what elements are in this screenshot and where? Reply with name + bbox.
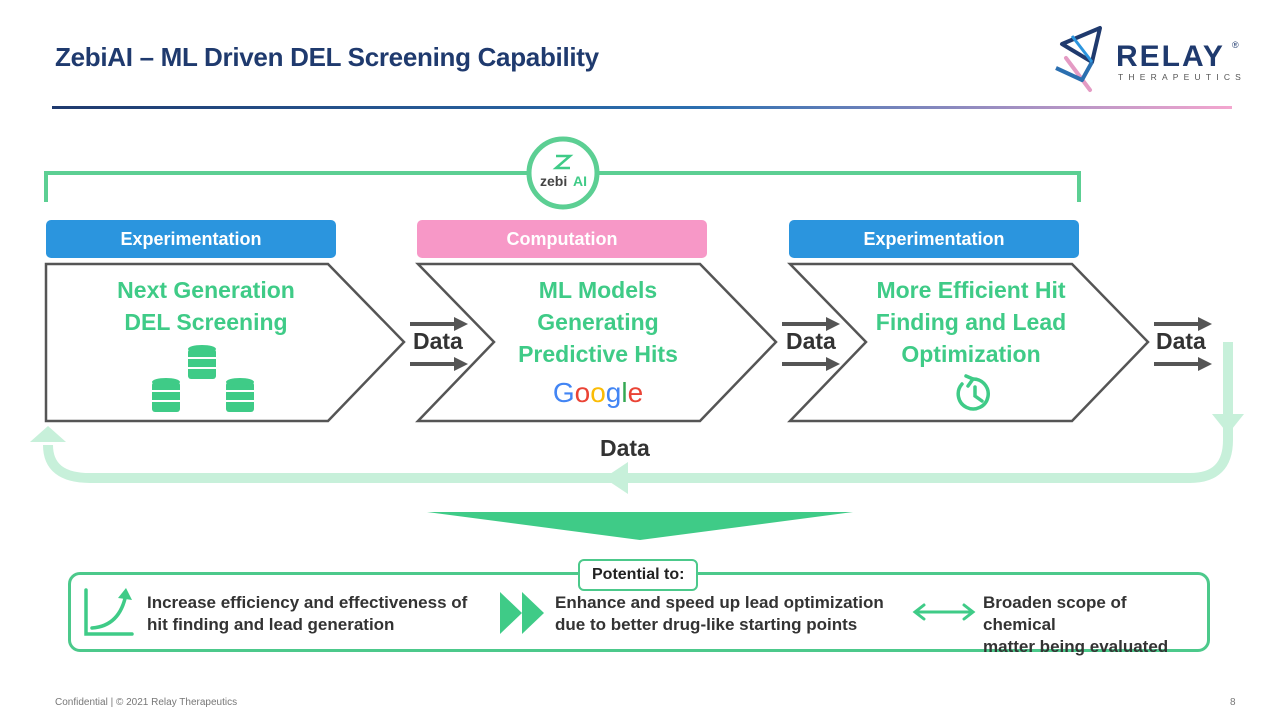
fast-forward-icon [500, 592, 544, 634]
relay-logo: RELAY ® THERAPEUTICS [1055, 26, 1242, 92]
feedback-loop-arrow [43, 342, 1233, 483]
step-title-line: More Efficient Hit [876, 277, 1066, 303]
step-title-line: Generating [537, 309, 659, 335]
data-arrows-3 [1154, 317, 1212, 371]
loop-arrow-head-down [1212, 414, 1244, 434]
data-label-2: Data [786, 328, 836, 354]
zebiai-z-icon [552, 154, 574, 170]
google-letter: l [621, 377, 627, 408]
data-arrows-2 [782, 317, 840, 371]
zebiai-name: zebi [540, 173, 567, 189]
logo-registered-mark: ® [1232, 40, 1239, 50]
google-letter: g [606, 377, 622, 408]
page-title: ZebiAI – ML Driven DEL Screening Capabil… [55, 42, 599, 72]
summary-funnel [427, 512, 853, 540]
google-letter: e [628, 377, 644, 408]
header-divider [52, 106, 1232, 109]
benefit-line: matter being evaluated [983, 637, 1169, 656]
google-letter: o [590, 377, 606, 408]
phase-label-experimentation-1: Experimentation [46, 220, 336, 258]
loop-data-label: Data [600, 435, 650, 461]
data-label-3: Data [1156, 328, 1206, 354]
loop-arrow-head-left [604, 462, 628, 494]
footer-confidential: Confidential | © 2021 Relay Therapeutics [55, 697, 238, 708]
step-title-hit-finding: More Efficient Hit Finding and Lead Opti… [846, 274, 1096, 370]
step-title-line: Next Generation [117, 277, 295, 303]
benefit-line: Increase efficiency and effectiveness of [147, 593, 468, 612]
benefit-efficiency: Increase efficiency and effectiveness of… [147, 592, 487, 636]
google-letter: G [553, 377, 575, 408]
step-title-line: Finding and Lead [875, 309, 1067, 335]
phase-label-computation: Computation [417, 220, 707, 258]
data-arrows-1 [410, 317, 468, 371]
google-letter: o [575, 377, 591, 408]
relay-logo-mark [1055, 26, 1102, 92]
benefit-line: due to better drug-like starting points [555, 615, 858, 634]
data-label-1: Data [413, 328, 463, 354]
benefit-line: Enhance and speed up lead optimization [555, 593, 884, 612]
page-number: 8 [1230, 697, 1236, 708]
growth-curve-icon [84, 588, 134, 636]
benefit-chemical-scope: Broaden scope of chemical matter being e… [983, 592, 1203, 658]
logo-wordmark: RELAY [1116, 40, 1225, 73]
clock-refresh-icon [956, 374, 990, 411]
step-title-ml-models: ML Models Generating Predictive Hits [478, 274, 718, 370]
zebiai-badge: zebi AI [526, 136, 600, 210]
step-title-line: ML Models [538, 277, 658, 303]
zebiai-suffix: AI [573, 173, 587, 189]
step-chevron-3 [787, 262, 1150, 423]
step-title-line: Optimization [901, 341, 1041, 367]
double-arrow-icon [912, 603, 976, 621]
phase-label-experimentation-2: Experimentation [789, 220, 1079, 258]
benefit-lead-optimization: Enhance and speed up lead optimization d… [555, 592, 895, 636]
step-title-line: DEL Screening [124, 309, 288, 335]
step-chevron-1 [44, 262, 406, 423]
loop-arrow-head-up [30, 426, 66, 442]
step-title-del-screening: Next Generation DEL Screening [86, 274, 326, 338]
potential-label: Potential to: [578, 559, 699, 591]
google-logo: Google [553, 377, 643, 408]
database-icon [152, 345, 254, 412]
step-title-line: Predictive Hits [518, 341, 678, 367]
step-chevron-2 [415, 262, 778, 423]
benefit-line: hit finding and lead generation [147, 615, 395, 634]
benefit-line: Broaden scope of chemical [983, 593, 1127, 634]
logo-subtitle: THERAPEUTICS [1118, 72, 1242, 82]
